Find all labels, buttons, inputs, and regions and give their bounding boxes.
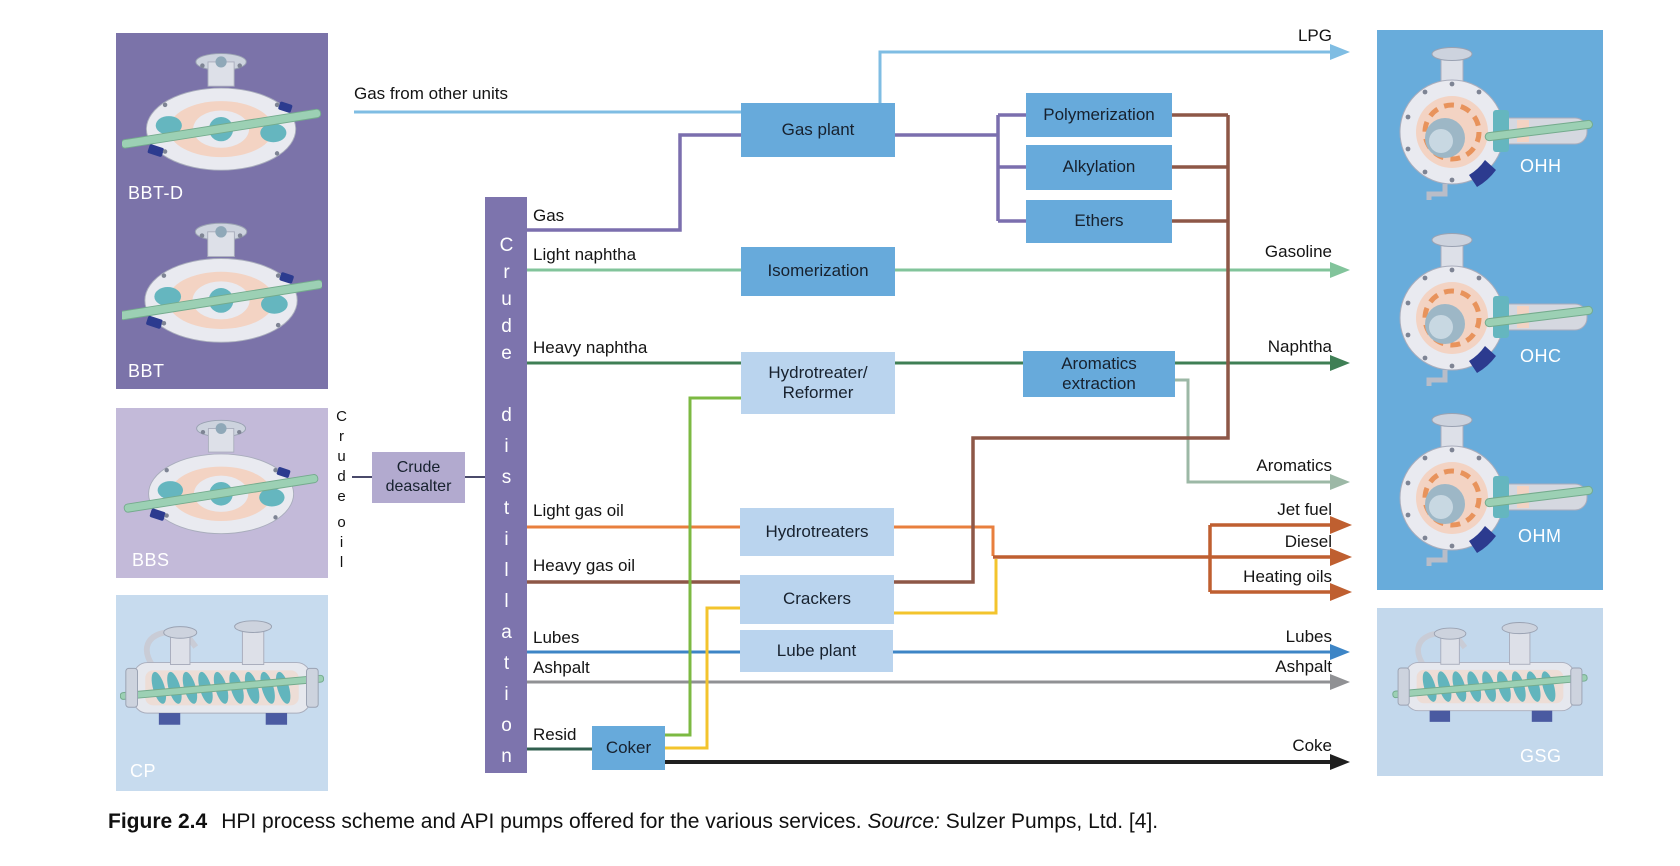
heavy-naphtha-label: Heavy naphtha xyxy=(533,338,648,357)
gas-label: Gas xyxy=(533,206,565,225)
pump-illustration-bbt-d xyxy=(122,47,322,187)
gas-plant-box: Gas plant xyxy=(741,103,895,157)
caption-source-text: Sulzer Pumps, Ltd. [4]. xyxy=(945,810,1159,833)
crude-deasalter-label-line2: deasalter xyxy=(385,477,452,495)
hydrotreater-reformer-label-line1: Hydrotreater/ xyxy=(768,362,868,382)
gas-from-other-units-line xyxy=(354,50,1332,114)
coker-label: Coker xyxy=(605,737,652,757)
naphtha-arrow xyxy=(1330,355,1350,371)
lubes-left-label: Lubes xyxy=(533,628,580,647)
gas-from-other-units-label: Gas from other units xyxy=(354,84,509,103)
aromatics-extraction-label-line1: Aromatics xyxy=(1061,353,1137,373)
pump-illustration-cp xyxy=(120,611,324,753)
hydrotreaters-box: Hydrotreaters xyxy=(740,508,894,556)
gas-plant-label: Gas plant xyxy=(781,119,855,139)
column-label-word2: distillation xyxy=(496,405,517,777)
crude-distillation-column: Crude distillation xyxy=(485,197,527,777)
gas-line xyxy=(527,113,1026,232)
polymerization-box: Polymerization xyxy=(1026,93,1172,137)
polymerization-label: Polymerization xyxy=(1043,104,1155,124)
panel-bbs: BBS xyxy=(116,408,328,578)
lube-plant-label: Lube plant xyxy=(776,640,857,660)
isomerization-label: Isomerization xyxy=(767,261,869,281)
pump-illustration-bbt xyxy=(122,215,322,361)
light-naphtha-label: Light naphtha xyxy=(533,245,637,264)
pump-illustration-ohh xyxy=(1385,42,1595,202)
lubes-right-label: Lubes xyxy=(1285,627,1332,646)
pump-label-gsg: GSG xyxy=(1520,746,1562,766)
coke-arrow xyxy=(1330,754,1350,770)
diesel-label: Diesel xyxy=(1284,532,1332,551)
light-gas-oil-label: Light gas oil xyxy=(533,501,624,520)
heating-oils-label: Heating oils xyxy=(1243,567,1332,586)
panel-oh: OHH OHC OHM xyxy=(1377,30,1603,590)
crackers-label: Crackers xyxy=(782,589,851,609)
pump-label-ohh: OHH xyxy=(1520,156,1562,176)
pump-label-bbt-d: BBT-D xyxy=(128,183,184,203)
pump-label-ohm: OHM xyxy=(1518,526,1562,546)
naphtha-label: Naphtha xyxy=(1267,337,1332,356)
crackers-box: Crackers xyxy=(740,575,894,624)
heavy-gas-oil-recycle-line xyxy=(527,113,1230,584)
ashpalt-arrow xyxy=(1330,674,1350,690)
lube-plant-box: Lube plant xyxy=(740,630,893,672)
coke-label: Coke xyxy=(1292,736,1332,755)
coker-box: Coker xyxy=(592,726,665,770)
crude-oil-label-word2: oil xyxy=(333,514,350,574)
diesel-arrow xyxy=(1330,548,1352,566)
ashpalt-left-label: Ashpalt xyxy=(533,658,590,677)
jet-fuel-arrow xyxy=(1330,516,1352,534)
aromatics-extraction-label-line2: extraction xyxy=(1062,374,1136,393)
caption-source-label: Source: xyxy=(867,810,940,833)
crude-deasalter-label-line1: Crude xyxy=(396,458,441,476)
aromatics-label: Aromatics xyxy=(1256,456,1332,475)
ethers-label: Ethers xyxy=(1074,211,1124,231)
distillate-manifold-line xyxy=(993,523,1332,594)
column-label-word1: Crude xyxy=(496,235,517,370)
pump-illustration-gsg xyxy=(1385,616,1595,746)
heating-oils-arrow xyxy=(1330,583,1352,601)
alkylation-box: Alkylation xyxy=(1026,145,1172,190)
crude-oil-label-word1: Crude xyxy=(333,408,350,508)
jet-fuel-label: Jet fuel xyxy=(1277,500,1332,519)
panel-bbt: BBT-D BBT xyxy=(116,33,328,389)
pump-label-cp: CP xyxy=(130,761,157,781)
ashpalt-right-label: Ashpalt xyxy=(1275,657,1332,676)
aromatics-arrow xyxy=(1330,474,1350,490)
gasoline-arrow xyxy=(1330,262,1350,278)
light-gas-oil-line xyxy=(527,525,995,556)
panel-gsg: GSG xyxy=(1377,608,1603,776)
hydrotreater-reformer-label-line2: Reformer xyxy=(782,383,854,402)
gasoline-label: Gasoline xyxy=(1264,242,1332,261)
pump-label-bbt: BBT xyxy=(128,361,165,381)
aromatics-line xyxy=(1175,378,1332,484)
pump-label-bbs: BBS xyxy=(132,550,170,570)
coker-crackers-yellow-line xyxy=(665,559,998,750)
isomerization-box: Isomerization xyxy=(741,247,895,296)
lpg-arrow xyxy=(1330,44,1350,60)
pump-label-ohc: OHC xyxy=(1520,346,1562,366)
lpg-label: LPG xyxy=(1297,26,1332,45)
pump-illustration-ohm xyxy=(1385,408,1595,568)
figure-number: Figure 2.4 xyxy=(108,810,208,833)
hydrotreater-reformer-box: Hydrotreater/ Reformer xyxy=(741,352,895,414)
panel-cp: CP xyxy=(116,595,328,791)
pump-illustration-bbs xyxy=(120,414,324,550)
resid-label: Resid xyxy=(533,725,577,744)
aromatics-extraction-box: Aromatics extraction xyxy=(1023,351,1175,397)
lubes-arrow xyxy=(1330,644,1350,660)
figure-caption: Figure 2.4 HPI process scheme and API pum… xyxy=(108,810,1158,834)
heavy-gas-oil-label: Heavy gas oil xyxy=(533,556,636,575)
crude-deasalter-box: Crude deasalter xyxy=(372,452,465,503)
caption-text: HPI process scheme and API pumps offered… xyxy=(221,810,862,833)
hydrotreaters-label: Hydrotreaters xyxy=(765,521,869,541)
pump-illustration-ohc xyxy=(1385,228,1595,388)
alkylation-label: Alkylation xyxy=(1062,157,1136,177)
coker-reformer-green-line xyxy=(665,396,741,737)
ethers-box: Ethers xyxy=(1026,200,1172,243)
